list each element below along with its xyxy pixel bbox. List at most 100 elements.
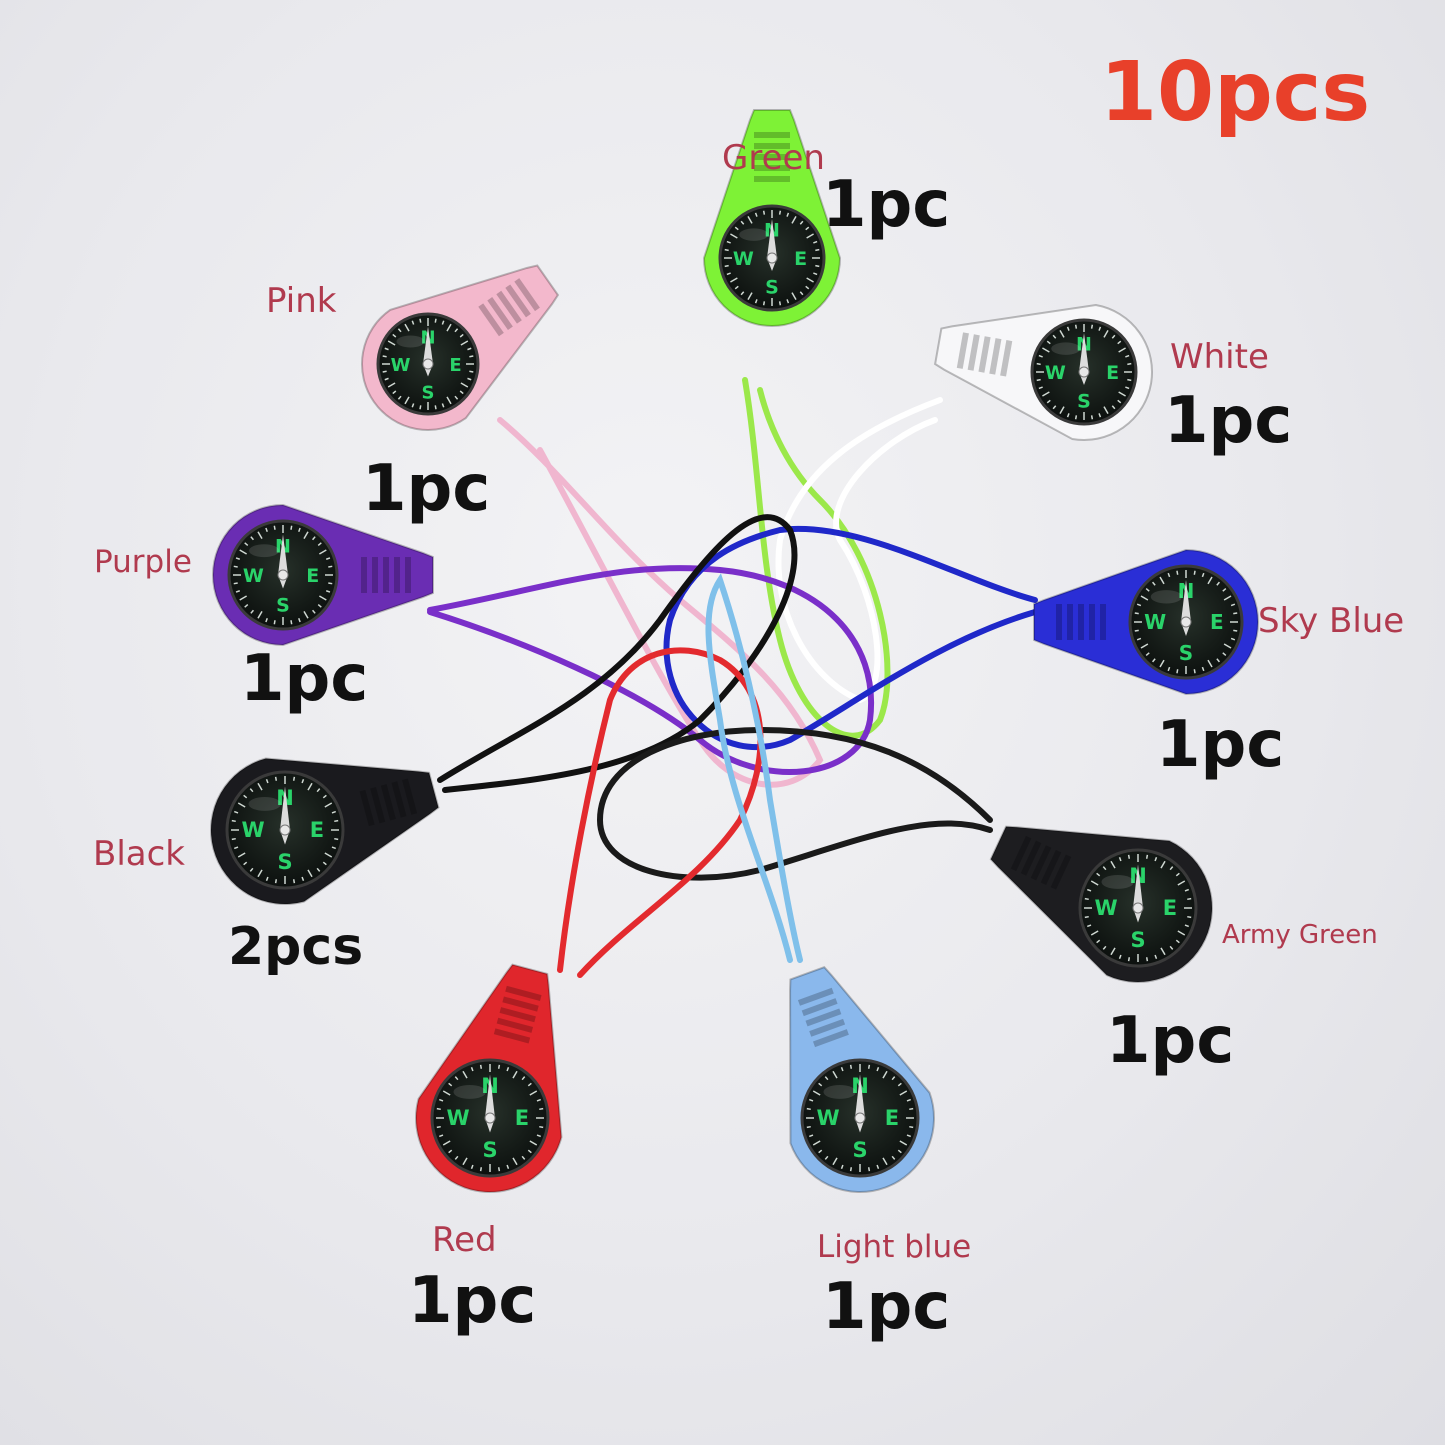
grip-ridge <box>754 143 790 149</box>
compass-letter: E <box>885 1106 899 1130</box>
compass-letter: E <box>1210 610 1224 634</box>
grip-ridge <box>754 176 790 182</box>
compass-icon: NESW <box>225 770 345 890</box>
grip-ridge <box>801 998 838 1017</box>
compass-icon: NESW <box>227 519 339 631</box>
qty-green: 1pc <box>822 168 951 242</box>
zipper-pull-white: NESW <box>934 304 1153 441</box>
compass-icon: NESW <box>1030 318 1138 426</box>
compass-letter: E <box>306 565 319 587</box>
grip-ridge <box>1089 604 1095 640</box>
compass-letter: S <box>765 277 779 299</box>
total-quantity: 10pcs <box>1100 45 1371 140</box>
cord-tangle <box>427 377 1038 978</box>
grip-ridge <box>1100 604 1106 640</box>
label-pink: Pink <box>266 281 337 321</box>
grip-ridge <box>405 557 411 593</box>
compass-letter: W <box>447 1106 470 1130</box>
grip-ridge <box>391 781 407 818</box>
zipper-pull-lightblue: NESW <box>789 965 935 1193</box>
qty-purple: 1pc <box>240 642 369 716</box>
grip-ridge <box>812 1029 849 1048</box>
compass-icon: NESW <box>1128 564 1244 680</box>
grip-ridge <box>1078 604 1084 640</box>
zipper-pull-pink: NESW <box>361 264 560 431</box>
grip-ridge <box>1020 840 1042 876</box>
qty-armygreen: 1pc <box>1106 1004 1235 1078</box>
grip-ridge <box>1000 340 1013 377</box>
label-green: Green <box>722 138 825 178</box>
compass-icon: NESW <box>430 1058 550 1178</box>
cord-red <box>557 647 764 978</box>
grip-ridge <box>1050 854 1072 890</box>
cord-lightblue <box>705 573 803 963</box>
grip-ridge <box>754 154 790 160</box>
grip-ridge <box>499 1007 536 1023</box>
zipper-pull-armygreen: NESW <box>989 825 1213 983</box>
compass-letter: W <box>1144 610 1166 634</box>
grip-ridge <box>956 332 969 369</box>
zipper-pull-red: NESW <box>415 963 563 1193</box>
grip-ridge <box>496 290 522 324</box>
compass-icon: NESW <box>800 1058 920 1178</box>
grip-ridge <box>502 996 539 1012</box>
grip-ridge <box>402 778 418 815</box>
label-white: White <box>1170 337 1269 377</box>
compass-icon: NESW <box>1078 848 1198 968</box>
compass-letter: W <box>243 565 264 587</box>
grip-ridge <box>797 987 834 1006</box>
cord-armygreen <box>596 726 993 881</box>
grip-ridge <box>754 165 790 171</box>
grip-ridge <box>1030 845 1052 881</box>
grip-ridge <box>496 1017 534 1033</box>
compass-letter: S <box>1130 928 1145 952</box>
compass-letter: W <box>242 818 265 842</box>
grip-ridge <box>359 789 375 827</box>
compass-letter: E <box>1163 896 1177 920</box>
grip-ridge <box>478 303 504 337</box>
cord-skyblue <box>663 525 1038 751</box>
zipper-pull-skyblue: NESW <box>1033 548 1259 696</box>
zipper-pull-black: NESW <box>210 757 440 905</box>
qty-skyblue: 1pc <box>1156 708 1285 782</box>
zipper-pulls: NESWNESWNESWNESWNESWNESWNESWNESWNESW <box>210 109 1259 1193</box>
compass-letter: E <box>515 1106 529 1130</box>
zipper-pull-green: NESW <box>702 109 842 327</box>
grip-ridge <box>989 338 1002 375</box>
label-lightblue: Light blue <box>817 1229 972 1265</box>
compass-letter: W <box>391 355 411 376</box>
qty-black: 2pcs <box>228 917 364 977</box>
compass-letter: W <box>1095 896 1118 920</box>
compass-letter: S <box>1077 391 1091 413</box>
compass-letter: S <box>482 1138 497 1162</box>
grip-ridge <box>809 1018 846 1037</box>
compass-letter: S <box>277 850 292 874</box>
grip-ridge <box>394 557 400 593</box>
compass-letter: S <box>422 383 435 404</box>
compass-letter: E <box>1106 362 1119 384</box>
grip-ridge <box>383 557 389 593</box>
qty-red: 1pc <box>408 1264 537 1338</box>
grip-ridge <box>1010 835 1032 872</box>
grip-ridge <box>967 334 980 371</box>
cord-purple <box>427 565 875 776</box>
grip-ridge <box>514 278 540 312</box>
compass-letter: S <box>276 595 290 617</box>
grip-ridge <box>1040 849 1062 886</box>
grip-ridge <box>370 786 386 824</box>
zipper-pull-purple: NESW <box>212 503 434 647</box>
grip-ridge <box>1056 604 1062 640</box>
grip-ridge <box>372 557 378 593</box>
compass-letter: W <box>817 1106 840 1130</box>
compass-icon: NESW <box>718 204 826 312</box>
compass-letter: S <box>1179 641 1193 665</box>
label-red: Red <box>432 1220 497 1260</box>
grip-ridge <box>487 297 513 330</box>
grip-ridge <box>754 132 790 138</box>
compass-letter: E <box>449 355 461 376</box>
grip-ridge <box>1067 604 1073 640</box>
cord-black <box>437 514 798 793</box>
compass-letter: W <box>1045 362 1066 384</box>
compass-letter: W <box>733 248 754 270</box>
